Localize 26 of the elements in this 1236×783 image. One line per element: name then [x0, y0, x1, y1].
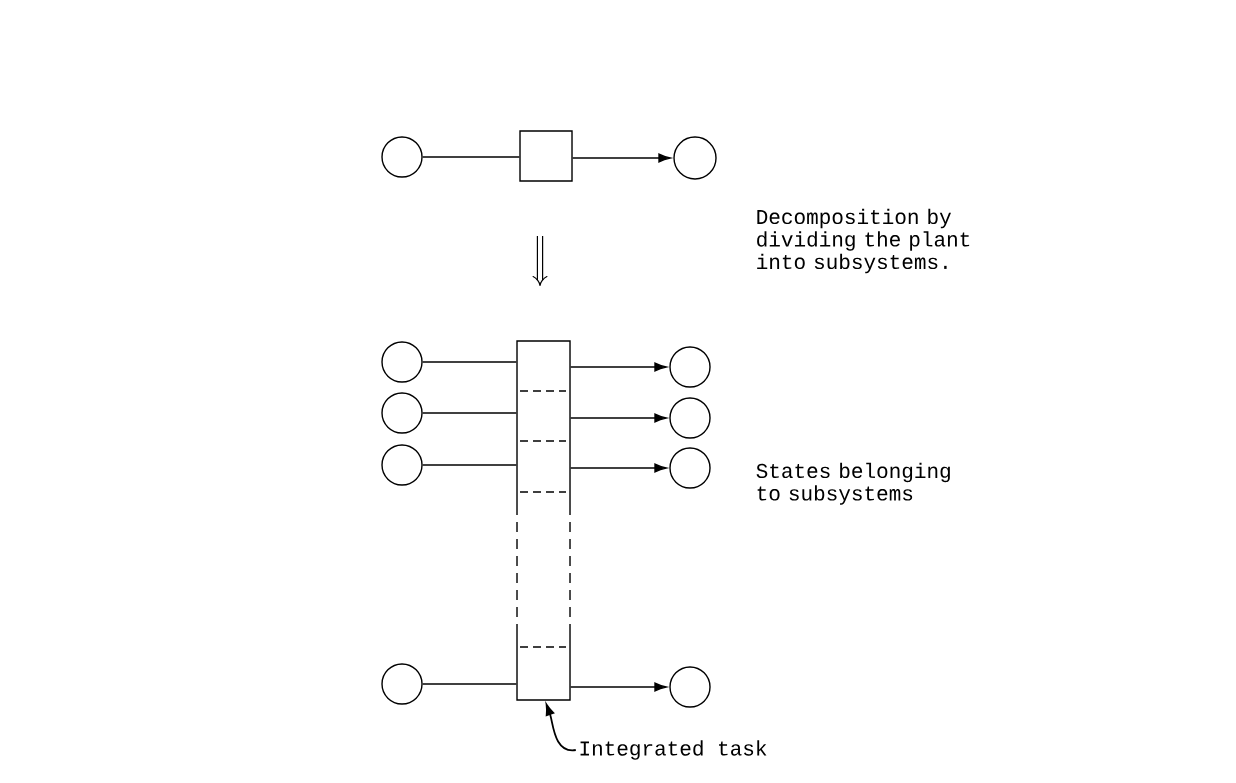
- arrow: [572, 153, 671, 163]
- connector-line: [422, 361, 517, 363]
- state-circle: [669, 397, 711, 439]
- arrow: [570, 362, 667, 372]
- state-circle: [669, 447, 711, 489]
- connector-line: [422, 156, 520, 158]
- state-circle: [381, 341, 423, 383]
- state-circle: [381, 392, 423, 434]
- arrow: [570, 463, 667, 473]
- state-circle: [381, 444, 423, 486]
- connector-line: [422, 683, 517, 685]
- state-circle: [669, 666, 711, 708]
- state-circle: [673, 136, 717, 180]
- connector-line: [422, 412, 517, 414]
- note-text: Decomposition by dividing the plant into subsystems.: [757, 208, 970, 274]
- note-text: States belonging to subsystems: [756, 462, 950, 505]
- connector-line: [422, 464, 517, 466]
- state-circle: [381, 663, 423, 705]
- arrow: [570, 413, 667, 423]
- state-circle: [381, 136, 423, 178]
- state-circle: [669, 346, 711, 388]
- task-box: [516, 340, 571, 701]
- caption-text: Integrated task: [580, 740, 767, 760]
- leader-line: [545, 703, 577, 752]
- arrow: [570, 682, 667, 692]
- process-box: [519, 130, 573, 182]
